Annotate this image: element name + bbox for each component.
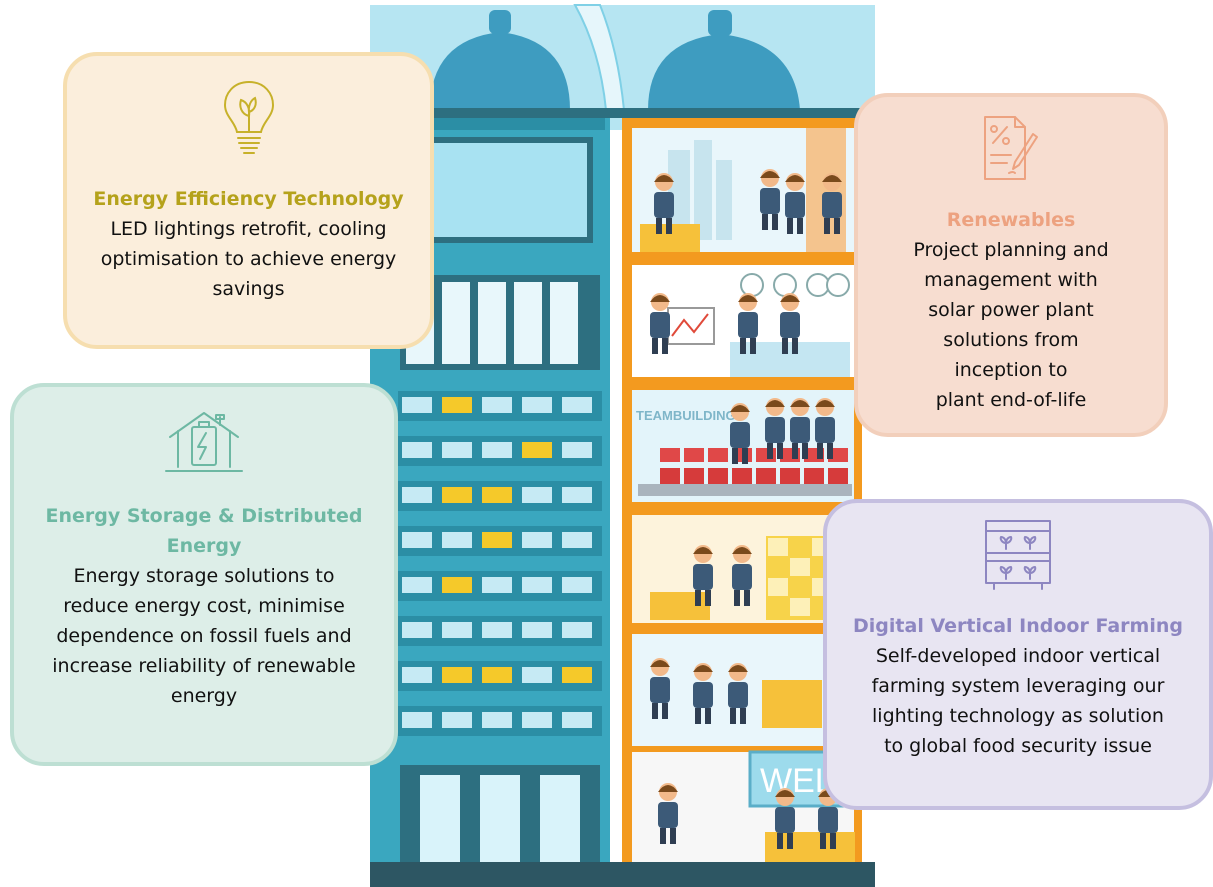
ground <box>370 862 875 887</box>
card-renewables: Renewables Project planning and manageme… <box>854 93 1168 437</box>
office-people <box>650 169 842 849</box>
dome-left <box>430 32 570 110</box>
card-title: Digital Vertical Indoor Farming <box>853 615 1183 637</box>
tower-slats <box>400 275 600 370</box>
plant-shelf-icon <box>985 520 1051 590</box>
teambuilding-banner: TEAMBUILDING <box>636 408 736 423</box>
card-description: Energy storage solutions to reduce energ… <box>52 565 356 707</box>
lightbulb-icon <box>223 80 274 154</box>
dome-right <box>648 34 800 110</box>
document-percent-icon <box>984 116 1038 180</box>
tower-window-grid <box>398 391 602 736</box>
card-description: LED lightings retrofit, cooling optimisa… <box>100 218 397 300</box>
card-description: Self-developed indoor vertical farming s… <box>871 645 1165 757</box>
card-indoor-farming: Digital Vertical Indoor Farming Self-dev… <box>823 499 1213 810</box>
card-energy-efficiency: Energy Efficiency Technology LED lightin… <box>63 52 434 349</box>
card-title: Energy Storage & Distributed Energy <box>45 505 363 557</box>
house-battery-icon <box>165 412 243 472</box>
card-energy-storage: Energy Storage & Distributed Energy Ener… <box>10 383 398 766</box>
card-title: Renewables <box>946 209 1076 231</box>
card-description: Project planning and management with sol… <box>913 239 1109 411</box>
card-title: Energy Efficiency Technology <box>93 188 404 210</box>
